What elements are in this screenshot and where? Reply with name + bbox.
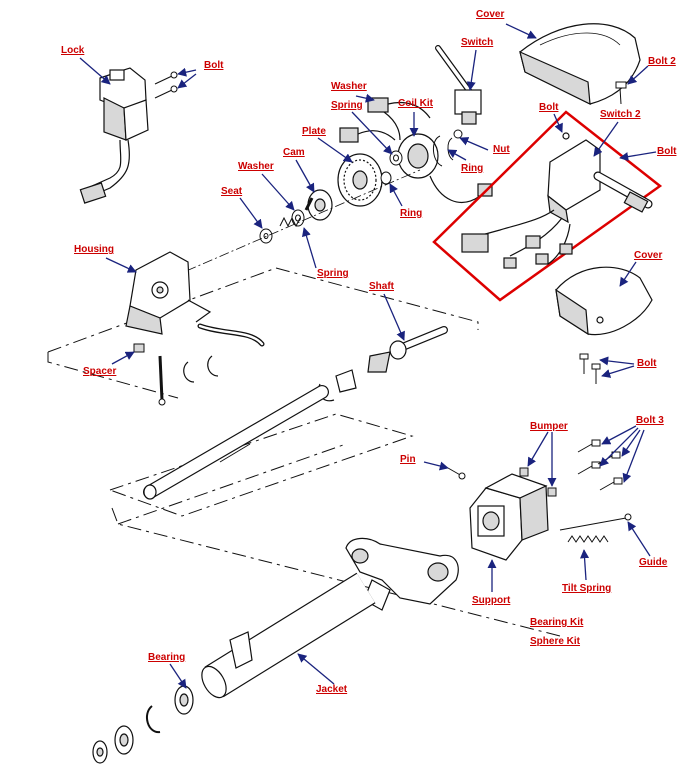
label-washer-mid[interactable]: Washer: [238, 161, 274, 172]
retaining-rings: [183, 355, 219, 383]
label-bolt-3[interactable]: Bolt 3: [636, 415, 664, 426]
bearing-stack[interactable]: [92, 685, 194, 764]
label-jacket[interactable]: Jacket: [316, 684, 348, 695]
label-sphere-kit[interactable]: Sphere Kit: [530, 636, 581, 647]
label-bolt-right[interactable]: Bolt: [657, 146, 677, 157]
leader-arrows: [79, 23, 657, 689]
label-switch-2[interactable]: Switch 2: [600, 109, 641, 120]
switch-part[interactable]: [435, 45, 482, 125]
washer-top-part: [389, 150, 403, 166]
label-plate[interactable]: Plate: [302, 126, 326, 137]
spring-mid-part: [279, 216, 301, 228]
ring-upper-part: [433, 135, 454, 167]
label-washer-top[interactable]: Washer: [331, 81, 367, 92]
lower-cover[interactable]: [555, 266, 653, 336]
label-support[interactable]: Support: [472, 595, 511, 606]
support-part[interactable]: [469, 473, 549, 561]
steering-shaft[interactable]: [143, 326, 448, 500]
phantom-outline-upper: [47, 267, 479, 399]
bolt-3-parts: [577, 439, 623, 491]
label-cover-lower[interactable]: Cover: [634, 250, 663, 261]
upper-cover[interactable]: [519, 23, 641, 106]
label-seat[interactable]: Seat: [221, 186, 243, 197]
nut-part: [453, 129, 463, 139]
label-bolt-lock[interactable]: Bolt: [204, 60, 224, 71]
bolt-2-part: [615, 81, 627, 105]
shaft-centerline: [169, 169, 421, 279]
pin-part: [447, 467, 466, 480]
label-ring-upper[interactable]: Ring: [461, 163, 484, 174]
tilt-spring-part: [567, 535, 609, 543]
label-bolt-2[interactable]: Bolt 2: [648, 56, 676, 67]
label-shaft[interactable]: Shaft: [369, 281, 394, 292]
label-spacer[interactable]: Spacer: [83, 366, 117, 377]
label-ring-lower[interactable]: Ring: [400, 208, 423, 219]
release-lever: [158, 355, 166, 406]
label-guide[interactable]: Guide: [639, 557, 668, 568]
label-bumper[interactable]: Bumper: [530, 421, 568, 432]
bumper-parts: [519, 467, 557, 497]
label-tilt-spring[interactable]: Tilt Spring: [562, 583, 612, 594]
spacer-part: [133, 343, 145, 353]
label-switch[interactable]: Switch: [461, 37, 494, 48]
label-housing[interactable]: Housing: [74, 244, 114, 255]
label-cam[interactable]: Cam: [283, 147, 305, 158]
lower-bolts: [579, 353, 601, 384]
label-nut[interactable]: Nut: [493, 144, 510, 155]
ring-lower-part: [380, 171, 392, 185]
phantom-outline-middle: [108, 413, 561, 637]
label-bolt-switch2[interactable]: Bolt: [539, 102, 559, 113]
label-coil-kit[interactable]: Coil Kit: [398, 98, 433, 109]
label-bolt-lower[interactable]: Bolt: [637, 358, 657, 369]
jacket-part[interactable]: [197, 537, 459, 701]
label-lock[interactable]: Lock: [61, 45, 85, 56]
lock-plate[interactable]: [337, 153, 383, 207]
label-bearing-kit[interactable]: Bearing Kit: [530, 617, 584, 628]
seat-part: [259, 228, 273, 244]
label-pin[interactable]: Pin: [400, 454, 416, 465]
label-spring-mid[interactable]: Spring: [317, 268, 349, 279]
label-spring-top[interactable]: Spring: [331, 100, 363, 111]
lock-assembly[interactable]: [79, 67, 149, 204]
label-cover-top[interactable]: Cover: [476, 9, 505, 20]
lock-bolts: [154, 71, 178, 99]
guide-part: [559, 513, 632, 531]
housing-part[interactable]: [125, 251, 265, 347]
cam-part[interactable]: [304, 189, 333, 221]
switch-2-highlight-box: [432, 110, 663, 302]
washer-mid-part: [291, 209, 305, 227]
switch-2-assembly[interactable]: [461, 132, 653, 269]
label-bearing[interactable]: Bearing: [148, 652, 186, 663]
